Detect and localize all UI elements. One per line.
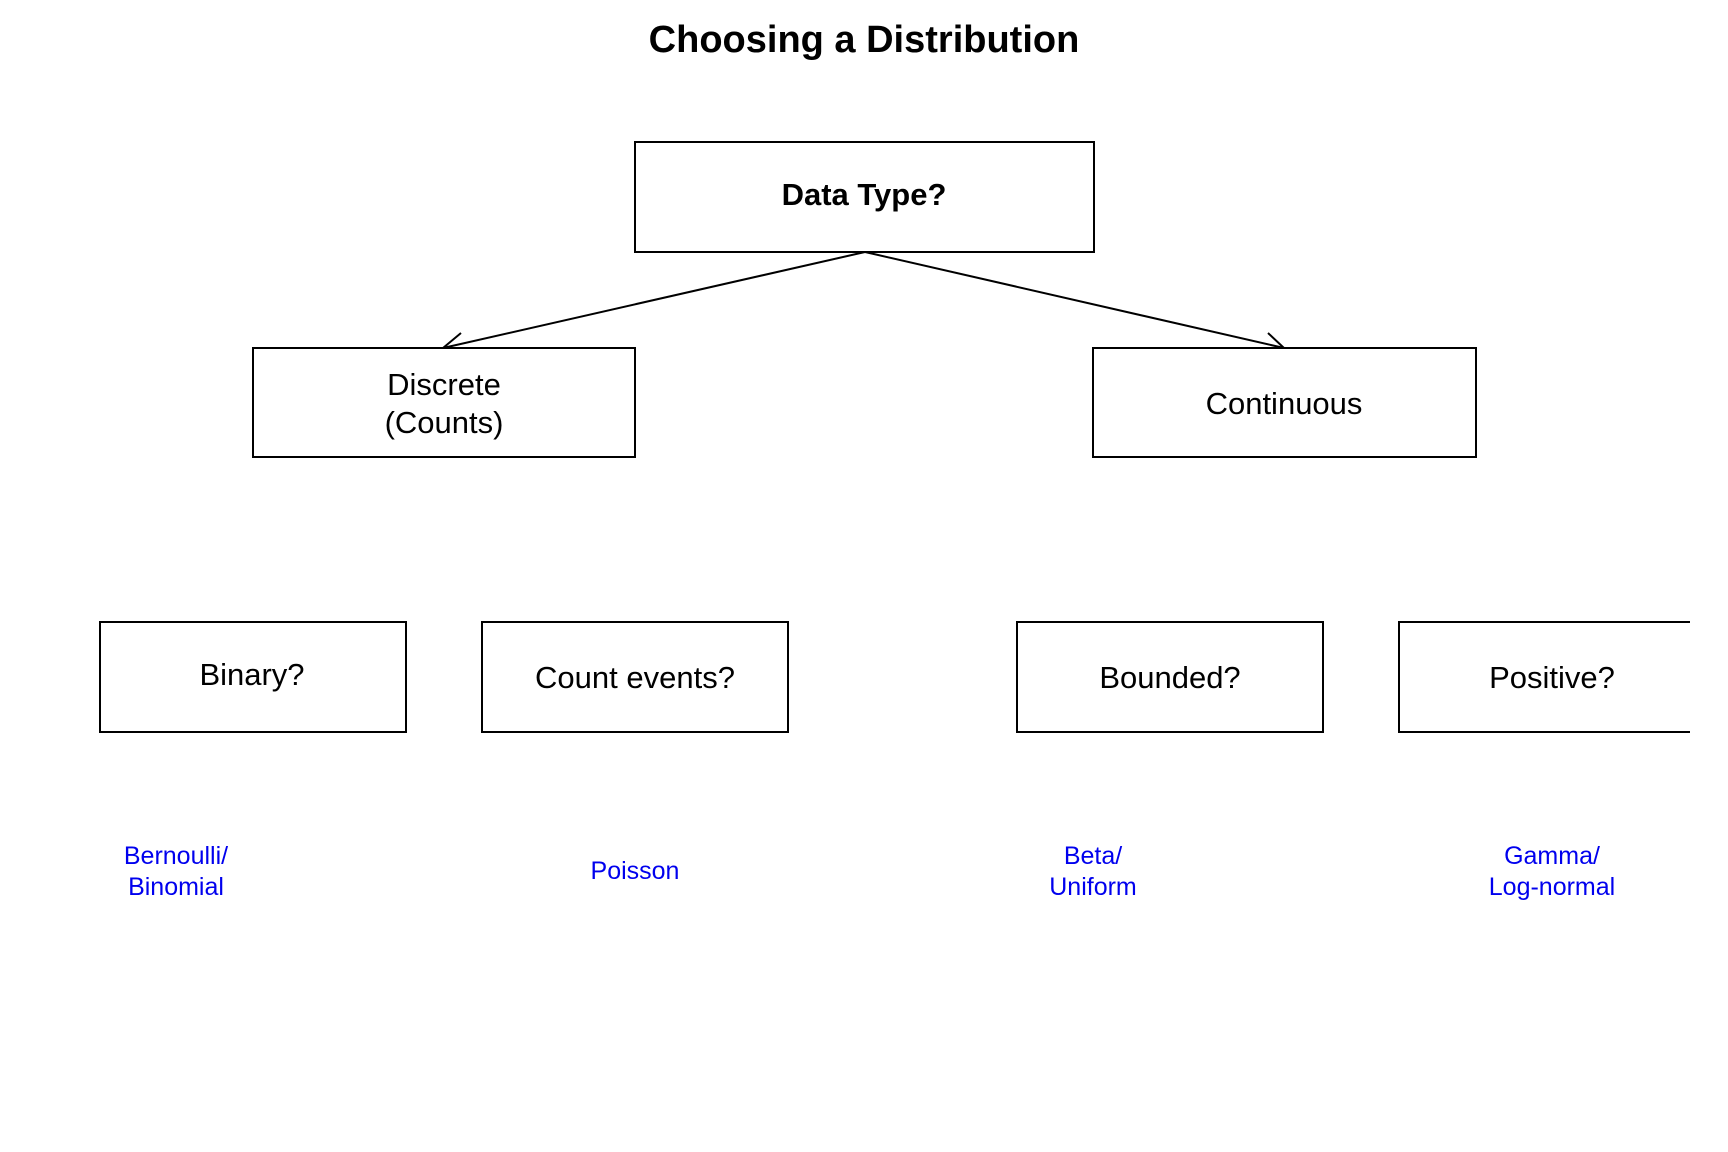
discrete-node-label-line2: (Counts) [385,405,504,440]
edge-root-to-discrete [442,251,866,349]
continuous-node: Continuous [1092,347,1477,458]
binary-node-label: Binary? [199,657,304,692]
result-bounded-line1: Beta/ [1064,842,1122,870]
root-node: Data Type? [634,141,1095,253]
positive-node: Positive? [1398,621,1690,733]
root-edges [440,251,1287,353]
bounded-node-label: Bounded? [1099,660,1240,695]
discrete-node-label-line1: Discrete [387,367,501,402]
result-count-events-line1: Poisson [591,857,680,885]
result-positive-line2: Log-normal [1489,873,1615,901]
count-events-node: Count events? [481,621,789,733]
result-positive-line1: Gamma/ [1504,842,1600,870]
result-binary: Bernoulli/ Binomial [124,842,228,901]
edge-root-to-continuous [864,251,1285,349]
result-binary-line2: Binomial [128,873,224,901]
diagram-title: Choosing a Distribution [649,19,1080,61]
root-node-label: Data Type? [782,177,947,212]
continuous-node-label: Continuous [1206,386,1363,421]
discrete-node: Discrete (Counts) [252,347,636,458]
binary-node: Binary? [99,621,407,733]
result-bounded-line2: Uniform [1049,873,1137,901]
result-bounded: Beta/ Uniform [1049,842,1137,901]
positive-node-label: Positive? [1489,660,1615,695]
result-binary-line1: Bernoulli/ [124,842,228,870]
count-events-node-label: Count events? [535,660,735,695]
result-positive: Gamma/ Log-normal [1489,842,1615,901]
bounded-node: Bounded? [1016,621,1324,733]
result-count-events: Poisson [591,857,680,885]
